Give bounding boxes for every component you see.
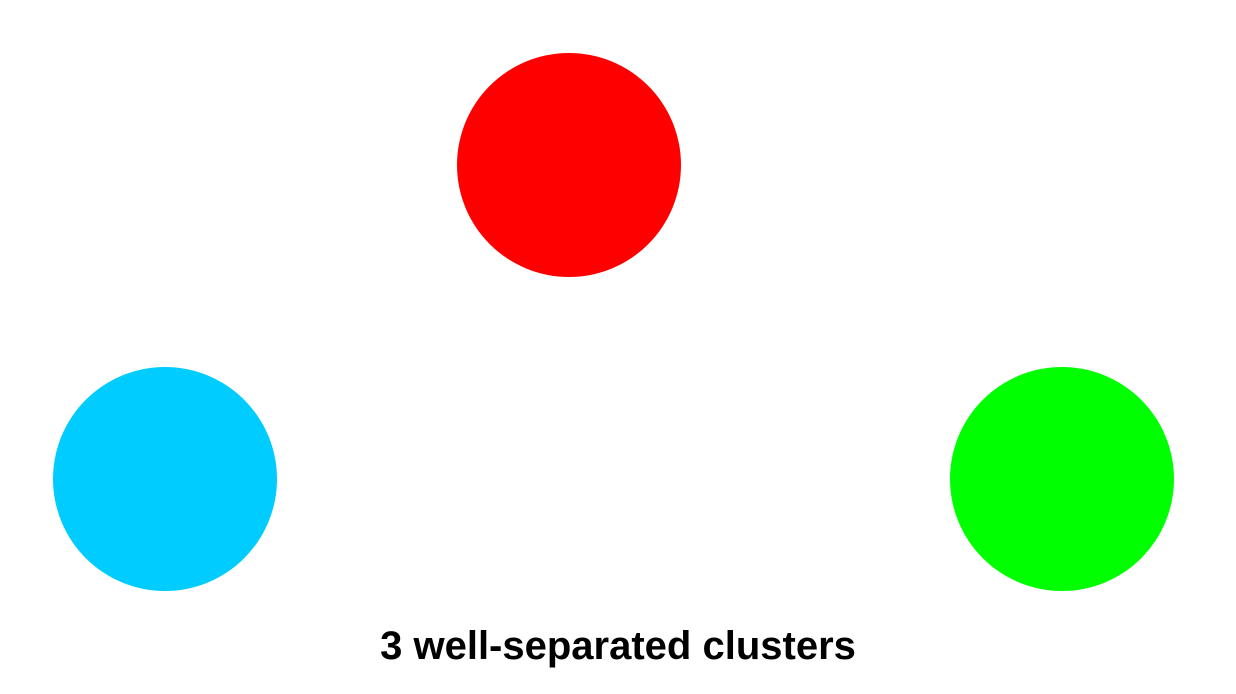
cluster-red-circle: [457, 53, 681, 277]
cluster-green-circle: [950, 367, 1174, 591]
cluster-cyan-circle: [53, 367, 277, 591]
diagram-caption: 3 well-separated clusters: [380, 624, 856, 668]
